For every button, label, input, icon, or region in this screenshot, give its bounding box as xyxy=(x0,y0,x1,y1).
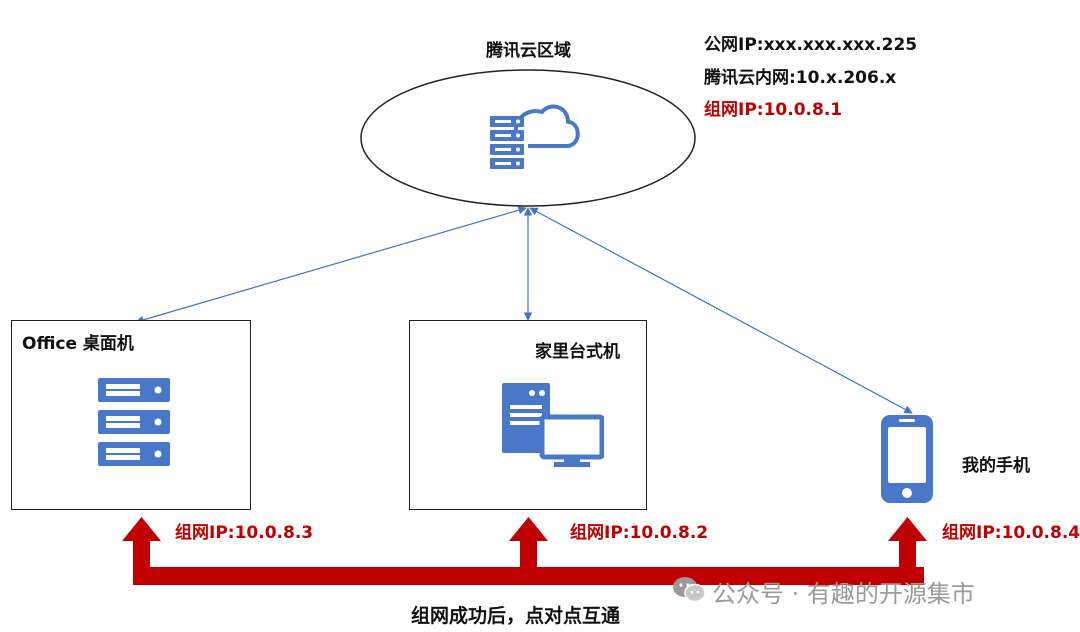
diagram-caption: 组网成功后，点对点互通 xyxy=(411,605,621,627)
cloud-public-ip: 公网IP:xxx.xxx.xxx.225 xyxy=(704,35,918,55)
link-cloud-phone xyxy=(529,207,913,414)
rack-server-icon xyxy=(98,378,170,466)
cloud-mesh-ip: 组网IP:10.0.8.1 xyxy=(704,100,843,120)
cloud-region-ellipse xyxy=(360,69,696,207)
home-desktop-box: 家里台式机 xyxy=(409,320,647,510)
office-desktop-box: Office 桌面机 xyxy=(11,320,251,510)
home-desktop-title: 家里台式机 xyxy=(535,342,620,362)
cloud-internal-ip: 腾讯云内网:10.x.206.x xyxy=(704,68,897,88)
wechat-icon xyxy=(673,577,706,603)
watermark-text: 公众号 · 有趣的开源集市 xyxy=(712,580,975,608)
home-mesh-ip: 组网IP:10.0.8.2 xyxy=(570,523,709,543)
cloud-server-icon xyxy=(490,104,580,169)
cloud-region-title: 腾讯云区域 xyxy=(486,41,571,61)
mesh-p2p-arrows xyxy=(122,517,927,585)
office-desktop-title: Office 桌面机 xyxy=(22,334,134,354)
office-mesh-ip: 组网IP:10.0.8.3 xyxy=(175,523,314,543)
phone-title: 我的手机 xyxy=(962,456,1030,476)
phone-mesh-ip: 组网IP:10.0.8.4 xyxy=(942,523,1080,543)
desktop-computer-icon xyxy=(502,383,604,467)
smartphone-icon xyxy=(881,415,933,503)
link-cloud-office xyxy=(135,206,527,324)
